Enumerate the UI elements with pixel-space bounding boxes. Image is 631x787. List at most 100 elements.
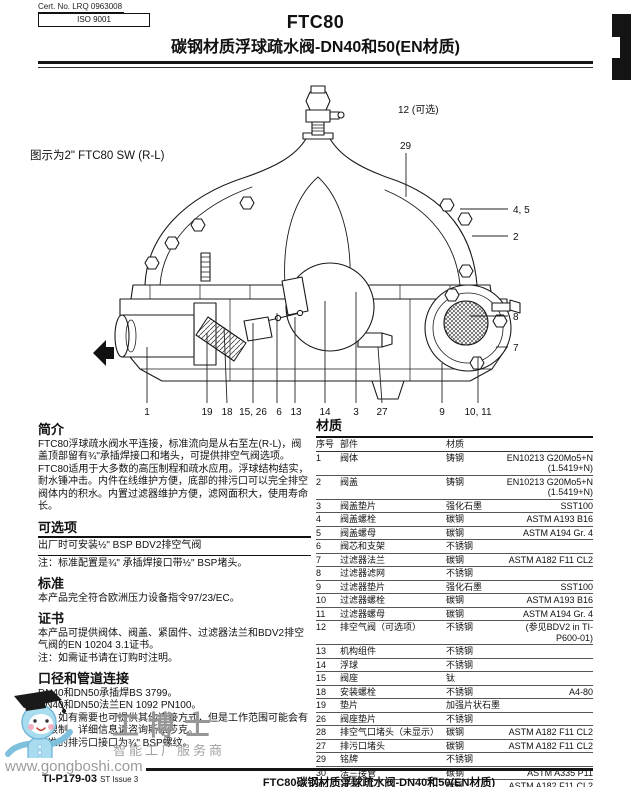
callout-29: 29 bbox=[400, 141, 412, 152]
callout-8: 8 bbox=[513, 312, 519, 323]
certificate-heading: 证书 bbox=[38, 611, 65, 626]
connections-note: 注：如有需要也可提供其他连接方式，但是工作范围可能会有所限制，详细信息请咨询斯派… bbox=[38, 712, 308, 737]
material-row-part: 过滤器垫片 bbox=[340, 580, 446, 594]
material-row-no: 31 bbox=[316, 779, 340, 787]
material-row-no: 2 bbox=[316, 475, 340, 500]
callout-15-26: 15, 26 bbox=[239, 407, 267, 418]
material-row-spec: ASTM A182 F11 CL2 bbox=[506, 779, 593, 787]
material-row-part: 阀体 bbox=[340, 451, 446, 476]
material-row-spec: (参见BDV2 in TI-P600-01) bbox=[506, 620, 593, 645]
material-row-material: 不锈钢 bbox=[446, 620, 506, 645]
material-row: 15 阀座 钛 bbox=[316, 671, 593, 686]
material-row-spec: ASTM A182 F11 CL2 bbox=[506, 725, 593, 740]
material-row-no: 12 bbox=[316, 620, 340, 645]
page-title: FTC80 bbox=[286, 12, 345, 32]
material-row-no: 18 bbox=[316, 685, 340, 699]
intro-paragraph-2: FTC80适用于大多数的高压制程和疏水应用。浮球结构结实，耐水锤冲击。内件在线维… bbox=[38, 463, 309, 513]
col-header-material: 材质 bbox=[446, 437, 593, 452]
material-row-material: 碳钢 bbox=[446, 779, 506, 787]
options-line: 出厂时可安装½" BSP BDV2排空气阀 bbox=[38, 536, 311, 556]
material-row-part: 阀盖垫片 bbox=[340, 499, 446, 513]
callout-7: 7 bbox=[513, 343, 519, 354]
material-row-no: 29 bbox=[316, 752, 340, 767]
internal-screen bbox=[195, 316, 247, 362]
materials-table: 序号 部件 材质 1 阀体 铸钢 EN10213 G20Mo5+N (1.541… bbox=[316, 436, 593, 787]
material-row-part: 阀盖 bbox=[340, 475, 446, 500]
section-intro: 简介 FTC80浮球疏水阀水平连接，标准流向是从右至左(R-L)，阀盖顶部留有¾… bbox=[38, 423, 311, 514]
material-row-part: 排污口堵头 bbox=[340, 739, 446, 753]
material-row-material: 不锈钢 bbox=[446, 685, 506, 699]
material-row: 4 阀盖螺栓 碳钢 ASTM A193 B16 bbox=[316, 512, 593, 527]
material-row-material: 碳钢 bbox=[446, 607, 506, 621]
material-row: 13 机构组件 不锈钢 bbox=[316, 644, 593, 659]
material-row-spec: EN10213 G20Mo5+N (1.5419+N) bbox=[506, 451, 593, 476]
iso-9001-badge: ISO 9001 bbox=[38, 13, 150, 27]
strainer-bolt bbox=[444, 288, 460, 302]
col-header-no: 序号 bbox=[316, 437, 340, 452]
materials-section: 材质 序号 部件 材质 1 阀体 铸钢 EN10213 G20Mo5+N (1.… bbox=[316, 415, 593, 787]
callout-27: 27 bbox=[376, 407, 388, 418]
material-row-material: 碳钢 bbox=[446, 553, 506, 567]
certificate-note: 注：如需证书请在订购时注明。 bbox=[38, 652, 178, 664]
material-row-part: 阀芯和支架 bbox=[340, 539, 446, 554]
material-row-part: 机构组件 bbox=[340, 644, 446, 659]
material-row-no: 3 bbox=[316, 499, 340, 513]
material-row-spec: A4-80 bbox=[506, 685, 593, 699]
materials-title: 材质 bbox=[316, 418, 343, 433]
section-standards: 标准 本产品完全符合欧洲压力设备指令97/23/EC。 bbox=[38, 577, 311, 605]
material-row-part: 阀座 bbox=[340, 671, 446, 686]
material-row-material: 不锈钢 bbox=[446, 658, 506, 672]
intro-paragraph-1: FTC80浮球疏水阀水平连接，标准流向是从右至左(R-L)，阀盖顶部留有¾"承插… bbox=[38, 438, 302, 463]
col-header-part: 部件 bbox=[340, 437, 446, 452]
material-row-spec bbox=[506, 644, 593, 659]
material-row: 1 阀体 铸钢 EN10213 G20Mo5+N (1.5419+N) bbox=[316, 451, 593, 476]
material-row-spec: ASTM A182 F11 CL2 bbox=[506, 739, 593, 753]
material-row-part: 过滤器螺母 bbox=[340, 607, 446, 621]
material-row-no: 6 bbox=[316, 539, 340, 554]
material-row-material: 碳钢 bbox=[446, 725, 506, 740]
material-row-material: 碳钢 bbox=[446, 526, 506, 540]
material-row-part: 安装螺栓 bbox=[340, 685, 446, 699]
material-row-material: 不锈钢 bbox=[446, 712, 506, 726]
section-connections: 口径和管道连接 DN40和DN50承插焊BS 3799。 DN40和DN50法兰… bbox=[38, 671, 311, 750]
material-row: 26 阀座垫片 不锈钢 bbox=[316, 712, 593, 726]
material-row-material: 加强片状石墨 bbox=[446, 698, 506, 713]
material-row-no: 13 bbox=[316, 644, 340, 659]
page-subtitle: 碳钢材质浮球疏水阀-DN40和50(EN材质) bbox=[171, 39, 460, 56]
material-row: 29 铭牌 不锈钢 bbox=[316, 752, 593, 767]
connections-line-3: 标准的排污口接口为¾" BSP螺纹。 bbox=[38, 737, 193, 749]
material-row-part: 法兰 bbox=[340, 779, 446, 787]
material-row: 2 阀盖 铸钢 EN10213 G20Mo5+N (1.5419+N) bbox=[316, 475, 593, 500]
footer-rule bbox=[38, 768, 593, 771]
material-row-part: 过滤器螺栓 bbox=[340, 593, 446, 608]
material-row-material: 铸钢 bbox=[446, 451, 506, 476]
material-row-spec bbox=[506, 539, 593, 554]
diagram-caption: 图示为2" FTC80 SW (R-L) bbox=[30, 149, 165, 162]
materials-header-row: 序号 部件 材质 bbox=[316, 437, 593, 452]
material-row: 27 排污口堵头 碳钢 ASTM A182 F11 CL2 bbox=[316, 739, 593, 753]
certificate-text: 本产品可提供阀体、阀盖、紧固件、过滤器法兰和BDV2排空气阀的EN 10204 … bbox=[38, 627, 305, 652]
valve-diagram: 12 (可选) 29 4, 5 2 8 7 1 19 18 15, 26 6 1… bbox=[30, 85, 530, 418]
material-row-material: 不锈钢 bbox=[446, 752, 506, 767]
left-column: 简介 FTC80浮球疏水阀水平连接，标准流向是从右至左(R-L)，阀盖顶部留有¾… bbox=[38, 423, 311, 750]
watermark-tagline: 智能工厂服务商 bbox=[113, 743, 226, 758]
material-row: 11 过滤器螺母 碳钢 ASTM A194 Gr. 4 bbox=[316, 607, 593, 621]
material-row: 5 阀盖螺母 碳钢 ASTM A194 Gr. 4 bbox=[316, 526, 593, 540]
material-row-material: 碳钢 bbox=[446, 739, 506, 753]
strainer-bolt bbox=[469, 356, 485, 370]
material-row-part: 阀盖螺母 bbox=[340, 526, 446, 540]
material-row-no: 15 bbox=[316, 671, 340, 686]
connections-heading: 口径和管道连接 bbox=[38, 671, 130, 686]
material-row: 7 过滤器法兰 碳钢 ASTM A182 F11 CL2 bbox=[316, 553, 593, 567]
material-row-spec: EN10213 G20Mo5+N (1.5419+N) bbox=[506, 475, 593, 500]
doc-number-text: TI-P179-03 bbox=[42, 773, 98, 785]
connections-line-2: DN40和DN50法兰EN 1092 PN100。 bbox=[38, 700, 202, 711]
float-ball bbox=[285, 262, 375, 352]
callout-14: 14 bbox=[319, 407, 331, 418]
section-options: 可选项 出厂时可安装½" BSP BDV2排空气阀 注：标准配置是¾" 承插焊接… bbox=[38, 521, 311, 571]
material-row-no: 4 bbox=[316, 512, 340, 527]
material-row-no: 10 bbox=[316, 593, 340, 608]
material-row-material: 不锈钢 bbox=[446, 539, 506, 554]
material-row: 31 法兰 碳钢 ASTM A182 F11 CL2 bbox=[316, 779, 593, 787]
